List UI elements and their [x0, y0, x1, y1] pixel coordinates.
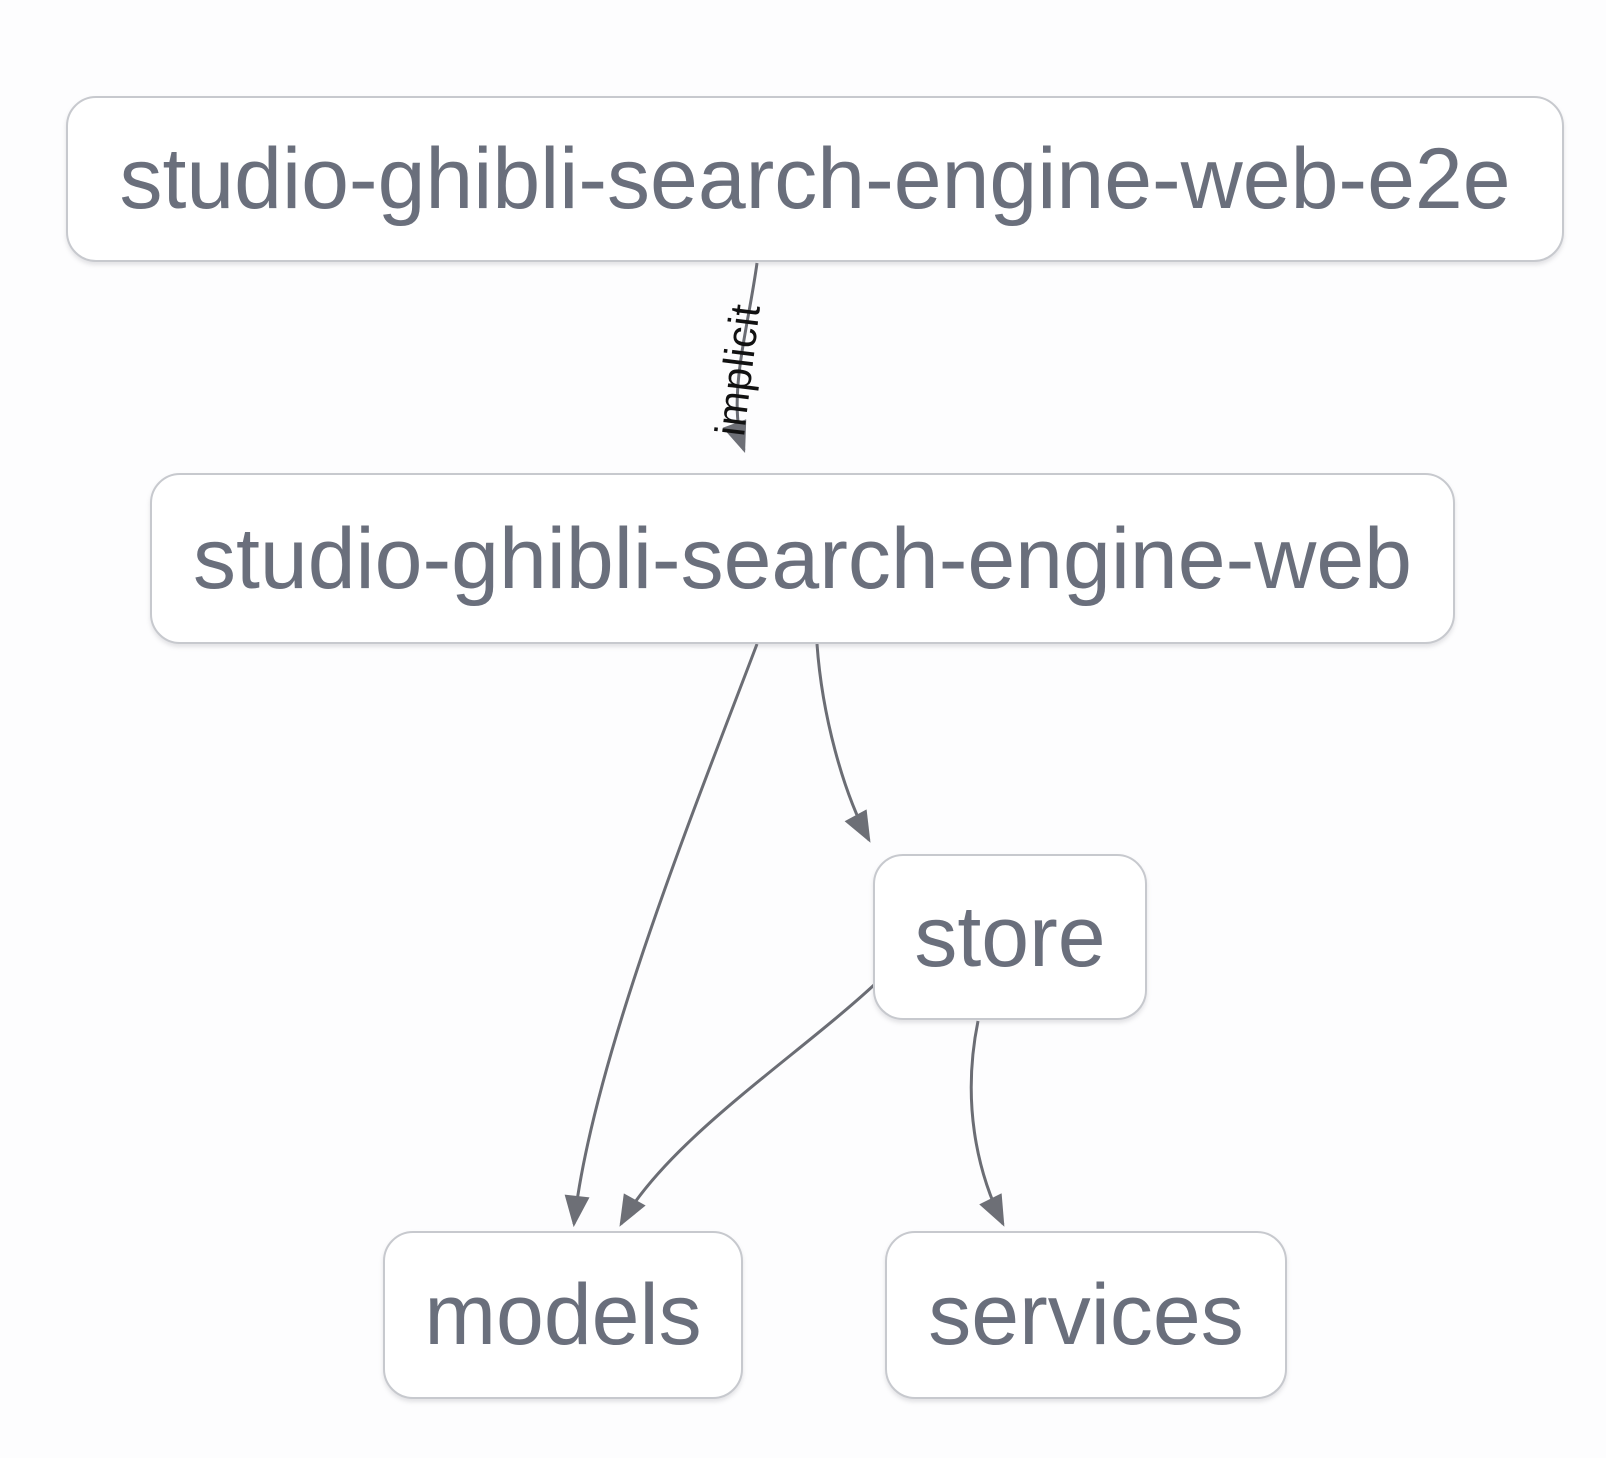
graph-node-e2e[interactable]: studio-ghibli-search-engine-web-e2e [66, 96, 1564, 262]
graph-node-models-label: models [424, 1267, 702, 1363]
graph-node-store-label: store [914, 889, 1106, 985]
graph-node-web-label: studio-ghibli-search-engine-web [193, 510, 1412, 607]
edge-web-to-models[interactable] [564, 643, 759, 1228]
graph-node-web[interactable]: studio-ghibli-search-engine-web [150, 473, 1455, 644]
edge-store-to-models[interactable] [619, 983, 876, 1227]
edge-e2e-to-web[interactable] [722, 262, 759, 453]
graph-node-services[interactable]: services [885, 1231, 1287, 1399]
edge-web-to-store[interactable] [815, 643, 871, 843]
graph-node-services-label: services [928, 1267, 1244, 1363]
edge-store-to-services[interactable] [969, 1020, 1005, 1227]
graph-node-models[interactable]: models [383, 1231, 743, 1399]
graph-node-store[interactable]: store [873, 854, 1147, 1020]
graph-node-e2e-label: studio-ghibli-search-engine-web-e2e [119, 131, 1511, 227]
